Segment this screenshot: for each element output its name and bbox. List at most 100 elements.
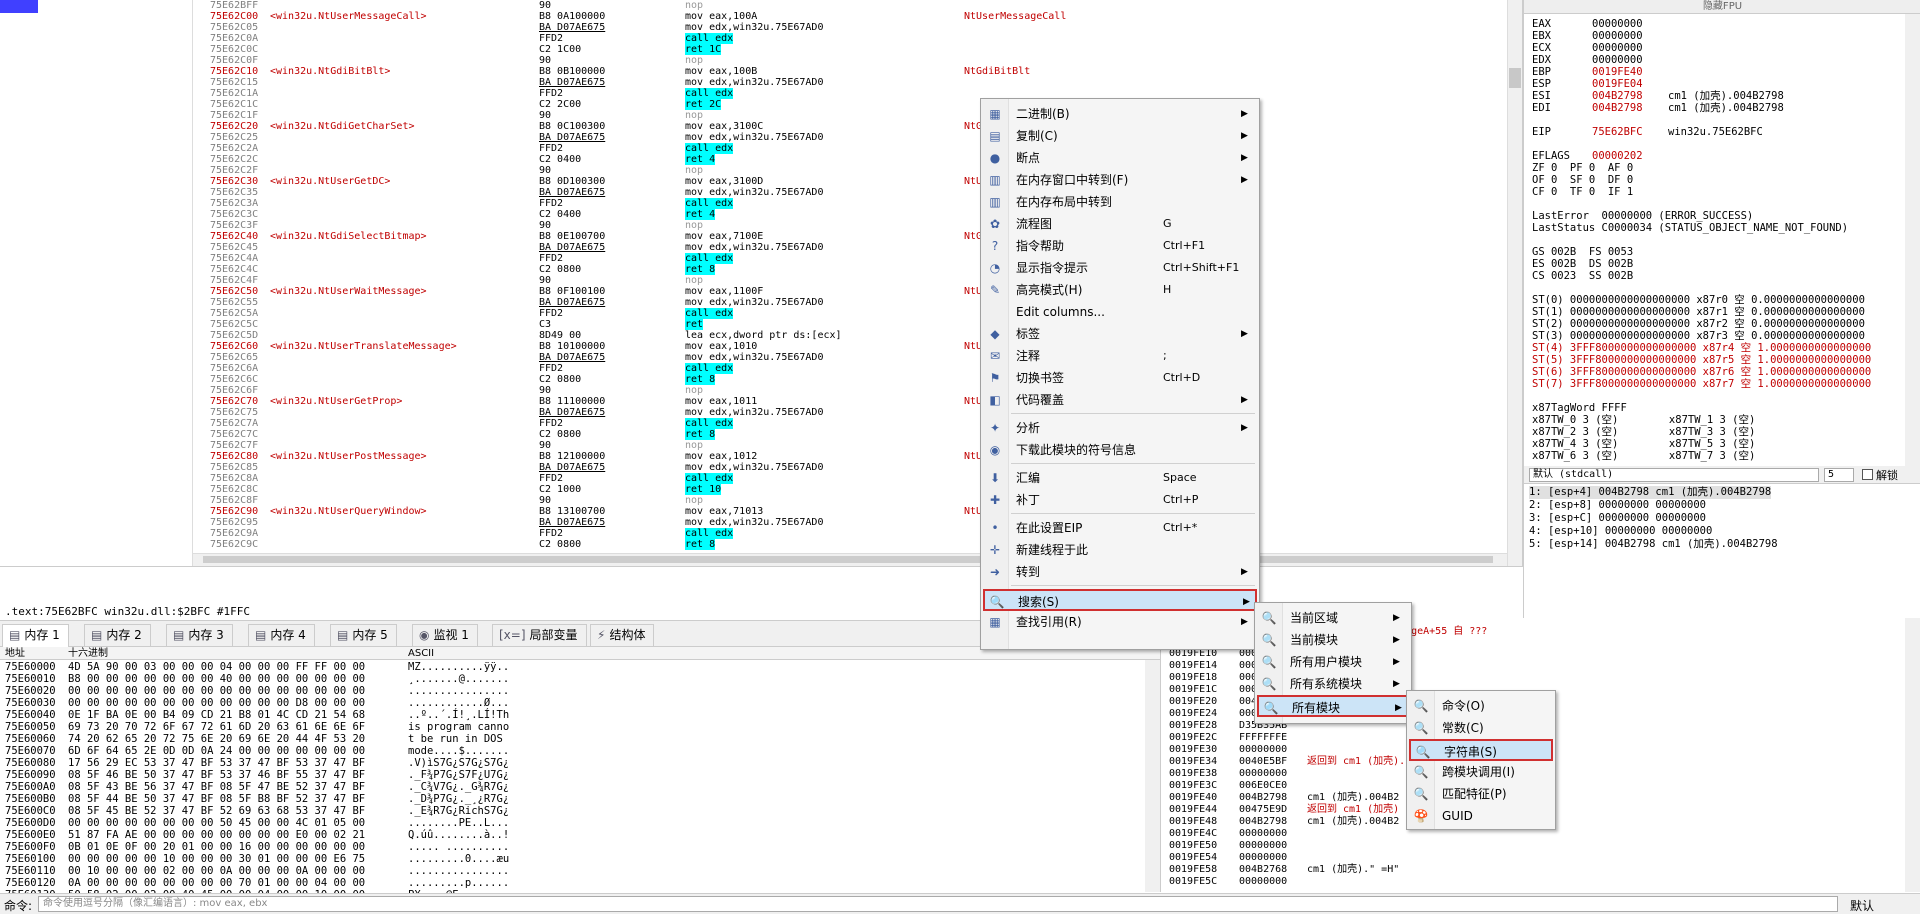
register-line[interactable]: ST(7) 3FFF8000000000000000 x87r7 空 1.000… [1532,378,1871,390]
menu-item[interactable]: ▤复制(C)▶ [983,125,1257,147]
register-line[interactable] [1532,138,1592,150]
register-line[interactable]: ST(4) 3FFF8000000000000000 x87r4 空 1.000… [1532,342,1871,354]
register-line[interactable]: ST(0) 0000000000000000000 x87r0 空 0.0000… [1532,294,1865,306]
menu-item[interactable]: ✛新建线程于此 [983,539,1257,561]
calling-convention-select[interactable]: 默认 (stdcall) [1529,468,1819,482]
menu-item[interactable]: ●断点▶ [983,147,1257,169]
menu-item[interactable]: ◉下载此模块的符号信息 [983,439,1257,461]
register-line[interactable]: CS 0023 SS 002B [1532,270,1633,282]
menu-item[interactable]: 🔍匹配特征(P) [1409,783,1553,805]
menu-item[interactable]: ➜转到▶ [983,561,1257,583]
command-mode-select[interactable]: 默认 [1850,899,1875,913]
disassembly-scroll-thumb[interactable] [1509,68,1521,88]
stack-scrollbar[interactable] [1905,618,1920,892]
registers-scrollbar[interactable] [1905,14,1920,466]
argument-row[interactable]: 3: [esp+C] 00000000 00000000 [1529,512,1707,524]
menu-item[interactable]: 🔍所有系统模块▶ [1257,673,1409,695]
register-line[interactable]: LastError 00000000 (ERROR_SUCCESS) [1532,210,1753,222]
register-line[interactable]: x87TW_2 3 (空) x87TW_3 3 (空) [1532,426,1755,438]
argument-row[interactable]: 4: [esp+10] 00000000 00000000 [1529,525,1713,537]
register-line[interactable]: LastStatus C0000034 (STATUS_OBJECT_NAME_… [1532,222,1848,234]
tab-7[interactable]: [x=]局部变量 [492,624,587,646]
register-line[interactable]: ST(1) 0000000000000000000 x87r1 空 0.0000… [1532,306,1865,318]
menu-item[interactable]: 🔍字符串(S) [1409,739,1553,761]
menu-item[interactable]: 🔍所有模块▶ [1257,695,1409,717]
register-line[interactable]: x87TW_6 3 (空) x87TW_7 3 (空) [1532,450,1755,462]
tab-1[interactable]: ▤内存 1 [2,624,69,647]
register-line[interactable] [1532,114,1592,126]
search-submenu[interactable]: 🔍当前区域▶🔍当前模块▶🔍所有用户模块▶🔍所有系统模块▶🔍所有模块▶ [1254,602,1412,724]
menu-item[interactable]: 🔍常数(C) [1409,717,1553,739]
argument-row[interactable]: 2: [esp+8] 00000000 00000000 [1529,499,1707,511]
register-line[interactable] [1532,282,1592,294]
menu-item[interactable]: 🔍命令(O) [1409,695,1553,717]
menu-item[interactable]: ▦二进制(B)▶ [983,103,1257,125]
tab-2[interactable]: ▤内存 2 [84,624,151,646]
register-line[interactable]: ST(3) 0000000000000000000 x87r3 空 0.0000… [1532,330,1865,342]
register-line[interactable]: x87TW_0 3 (空) x87TW_1 3 (空) [1532,414,1755,426]
menu-item[interactable]: ✎高亮模式(H)H [983,279,1257,301]
register-line[interactable]: ZF 0 PF 0 AF 0 [1532,162,1633,174]
register-line[interactable] [1532,198,1592,210]
menu-item[interactable]: ▦查找引用(R)▶ [983,611,1257,633]
register-line[interactable]: x87TW_4 3 (空) x87TW_5 3 (空) [1532,438,1755,450]
tab-5[interactable]: ▤内存 5 [330,624,397,646]
menu-item[interactable]: 🍄GUID [1409,805,1553,827]
register-line[interactable]: OF 0 SF 0 DF 0 [1532,174,1633,186]
register-line[interactable]: ST(6) 3FFF8000000000000000 x87r6 空 1.000… [1532,366,1871,378]
menu-item[interactable]: Edit columns... [983,301,1257,323]
register-line[interactable] [1532,234,1592,246]
menu-item[interactable]: ◧代码覆盖▶ [983,389,1257,411]
menu-item[interactable]: ◆标签▶ [983,323,1257,345]
menu-item[interactable]: 🔍当前区域▶ [1257,607,1409,629]
tab-6[interactable]: ◉监视 1 [412,624,478,646]
menu-item[interactable]: 🔍当前模块▶ [1257,629,1409,651]
register-line[interactable]: GS 002B FS 0053 [1532,246,1633,258]
tab-8[interactable]: ⚡结构体 [590,624,655,646]
command-input[interactable]: 命令使用逗号分隔（像汇编语言）: mov eax, ebx [38,896,1838,912]
argument-row[interactable]: 1: [esp+4] 004B2798 cm1 (加壳).004B2798 [1529,486,1772,499]
register-line[interactable] [1532,390,1592,402]
tab-3[interactable]: ▤内存 3 [166,624,233,646]
register-line[interactable]: CF 0 TF 0 IF 1 [1532,186,1633,198]
menu-item[interactable]: ✦分析▶ [983,417,1257,439]
dump-scrollbar[interactable] [1145,660,1160,892]
disassembly-gutter[interactable] [0,0,193,566]
menu-item[interactable]: ▥在内存布局中转到 [983,191,1257,213]
register-line[interactable]: x87TagWord FFFF [1532,402,1627,414]
arguments-panel[interactable]: 默认 (stdcall) 5 解锁 1: [esp+4] 004B2798 cm… [1523,466,1920,618]
all-modules-submenu[interactable]: 🔍命令(O)🔍常数(C)🔍字符串(S)🔍跨模块调用(I)🔍匹配特征(P)🍄GUI… [1406,690,1556,830]
disassembly-hscroll-thumb[interactable] [203,556,1493,563]
context-menu[interactable]: ▦二进制(B)▶▤复制(C)▶●断点▶▥在内存窗口中转到(F)▶▥在内存布局中转… [980,98,1260,650]
menu-item[interactable]: ▥在内存窗口中转到(F)▶ [983,169,1257,191]
register-line[interactable]: ST(2) 0000000000000000000 x87r2 空 0.0000… [1532,318,1865,330]
register-line[interactable]: ST(5) 3FFF8000000000000000 x87r5 空 1.000… [1532,354,1871,366]
hide-fpu-button[interactable]: 隐藏FPU [1524,0,1920,14]
menu-item[interactable]: ✉注释; [983,345,1257,367]
unlock-checkbox[interactable] [1862,469,1873,480]
register-line[interactable]: ES 002B DS 002B [1532,258,1633,270]
argument-row[interactable]: 5: [esp+14] 004B2798 cm1 (加壳).004B2798 [1529,538,1778,550]
menu-item[interactable]: 🔍搜索(S)▶ [983,589,1257,611]
menu-item[interactable]: 🔍跨模块调用(I) [1409,761,1553,783]
